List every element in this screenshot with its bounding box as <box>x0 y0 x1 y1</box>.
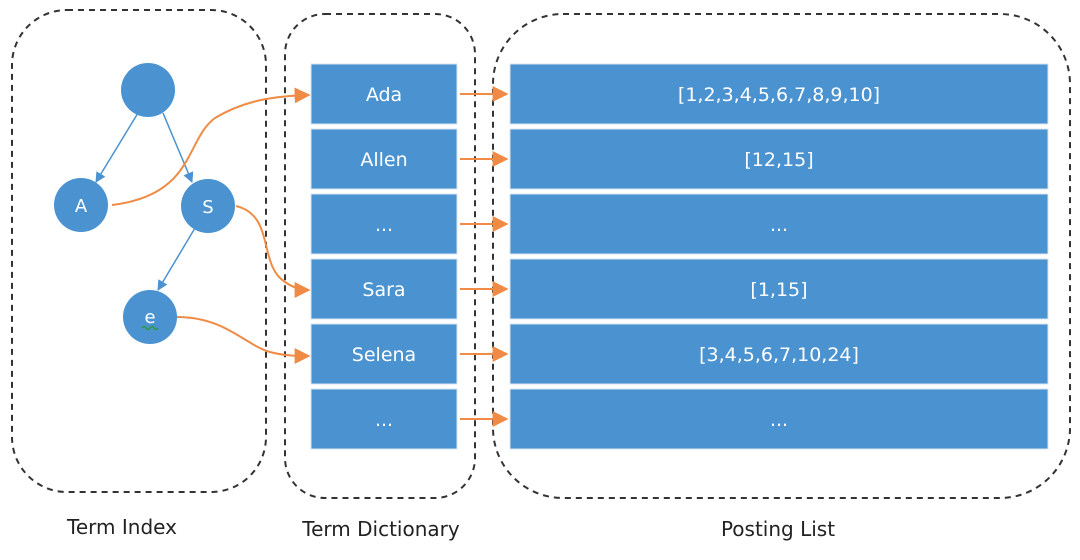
posting-box <box>509 193 1049 255</box>
arrow-s-to-sara <box>235 205 311 298</box>
dictionary-box <box>310 323 458 385</box>
posting-box <box>509 63 1049 125</box>
posting-list-caption: Posting List <box>721 517 835 541</box>
dictionary-term: Allen <box>360 149 407 171</box>
dictionary-to-posting-arrows <box>460 86 509 427</box>
dictionary-column: Ada Allen ... Sara Selena ... <box>310 63 458 450</box>
tree-edge-root-a <box>95 112 139 183</box>
term-dictionary-region <box>284 13 476 499</box>
dictionary-box <box>310 63 458 125</box>
posting-values: [3,4,5,6,7,10,24] <box>699 344 859 366</box>
posting-box <box>509 323 1049 385</box>
tree-edge-root-s <box>162 112 194 183</box>
dictionary-term: ... <box>375 214 393 236</box>
dictionary-term: Sara <box>362 279 405 301</box>
tree-node-a-label: A <box>75 196 88 217</box>
tree-node-s-label: S <box>202 197 213 218</box>
posting-values: [12,15] <box>744 149 813 171</box>
posting-values: ... <box>770 409 788 431</box>
posting-values: ... <box>770 214 788 236</box>
tree-node-a <box>54 178 108 232</box>
dictionary-term: Selena <box>352 344 416 366</box>
term-index-caption: Term Index <box>66 515 177 539</box>
spell-squiggle-icon <box>141 325 159 331</box>
arrow-e-to-selena <box>176 316 311 364</box>
tree-edge-s-e <box>157 227 196 291</box>
tree-node-e <box>123 290 177 344</box>
posting-values: [1,2,3,4,5,6,7,8,9,10] <box>678 84 880 106</box>
dictionary-box <box>310 258 458 320</box>
tree-node-root <box>121 63 175 117</box>
posting-list-region <box>492 13 1071 499</box>
posting-values: [1,15] <box>750 279 807 301</box>
dictionary-term: Ada <box>366 84 402 106</box>
term-index-region <box>11 9 267 493</box>
term-dictionary-caption: Term Dictionary <box>301 517 460 541</box>
posting-box <box>509 258 1049 320</box>
posting-box <box>509 388 1049 450</box>
dictionary-term: ... <box>375 409 393 431</box>
tree-node-e-label: e <box>144 307 155 328</box>
tree-node-s <box>181 179 235 233</box>
dictionary-box <box>310 388 458 450</box>
posting-box <box>509 128 1049 190</box>
arrow-a-to-ada <box>111 87 311 206</box>
dictionary-box <box>310 128 458 190</box>
posting-column: [1,2,3,4,5,6,7,8,9,10] [12,15] ... [1,15… <box>509 63 1049 450</box>
dictionary-box <box>310 193 458 255</box>
